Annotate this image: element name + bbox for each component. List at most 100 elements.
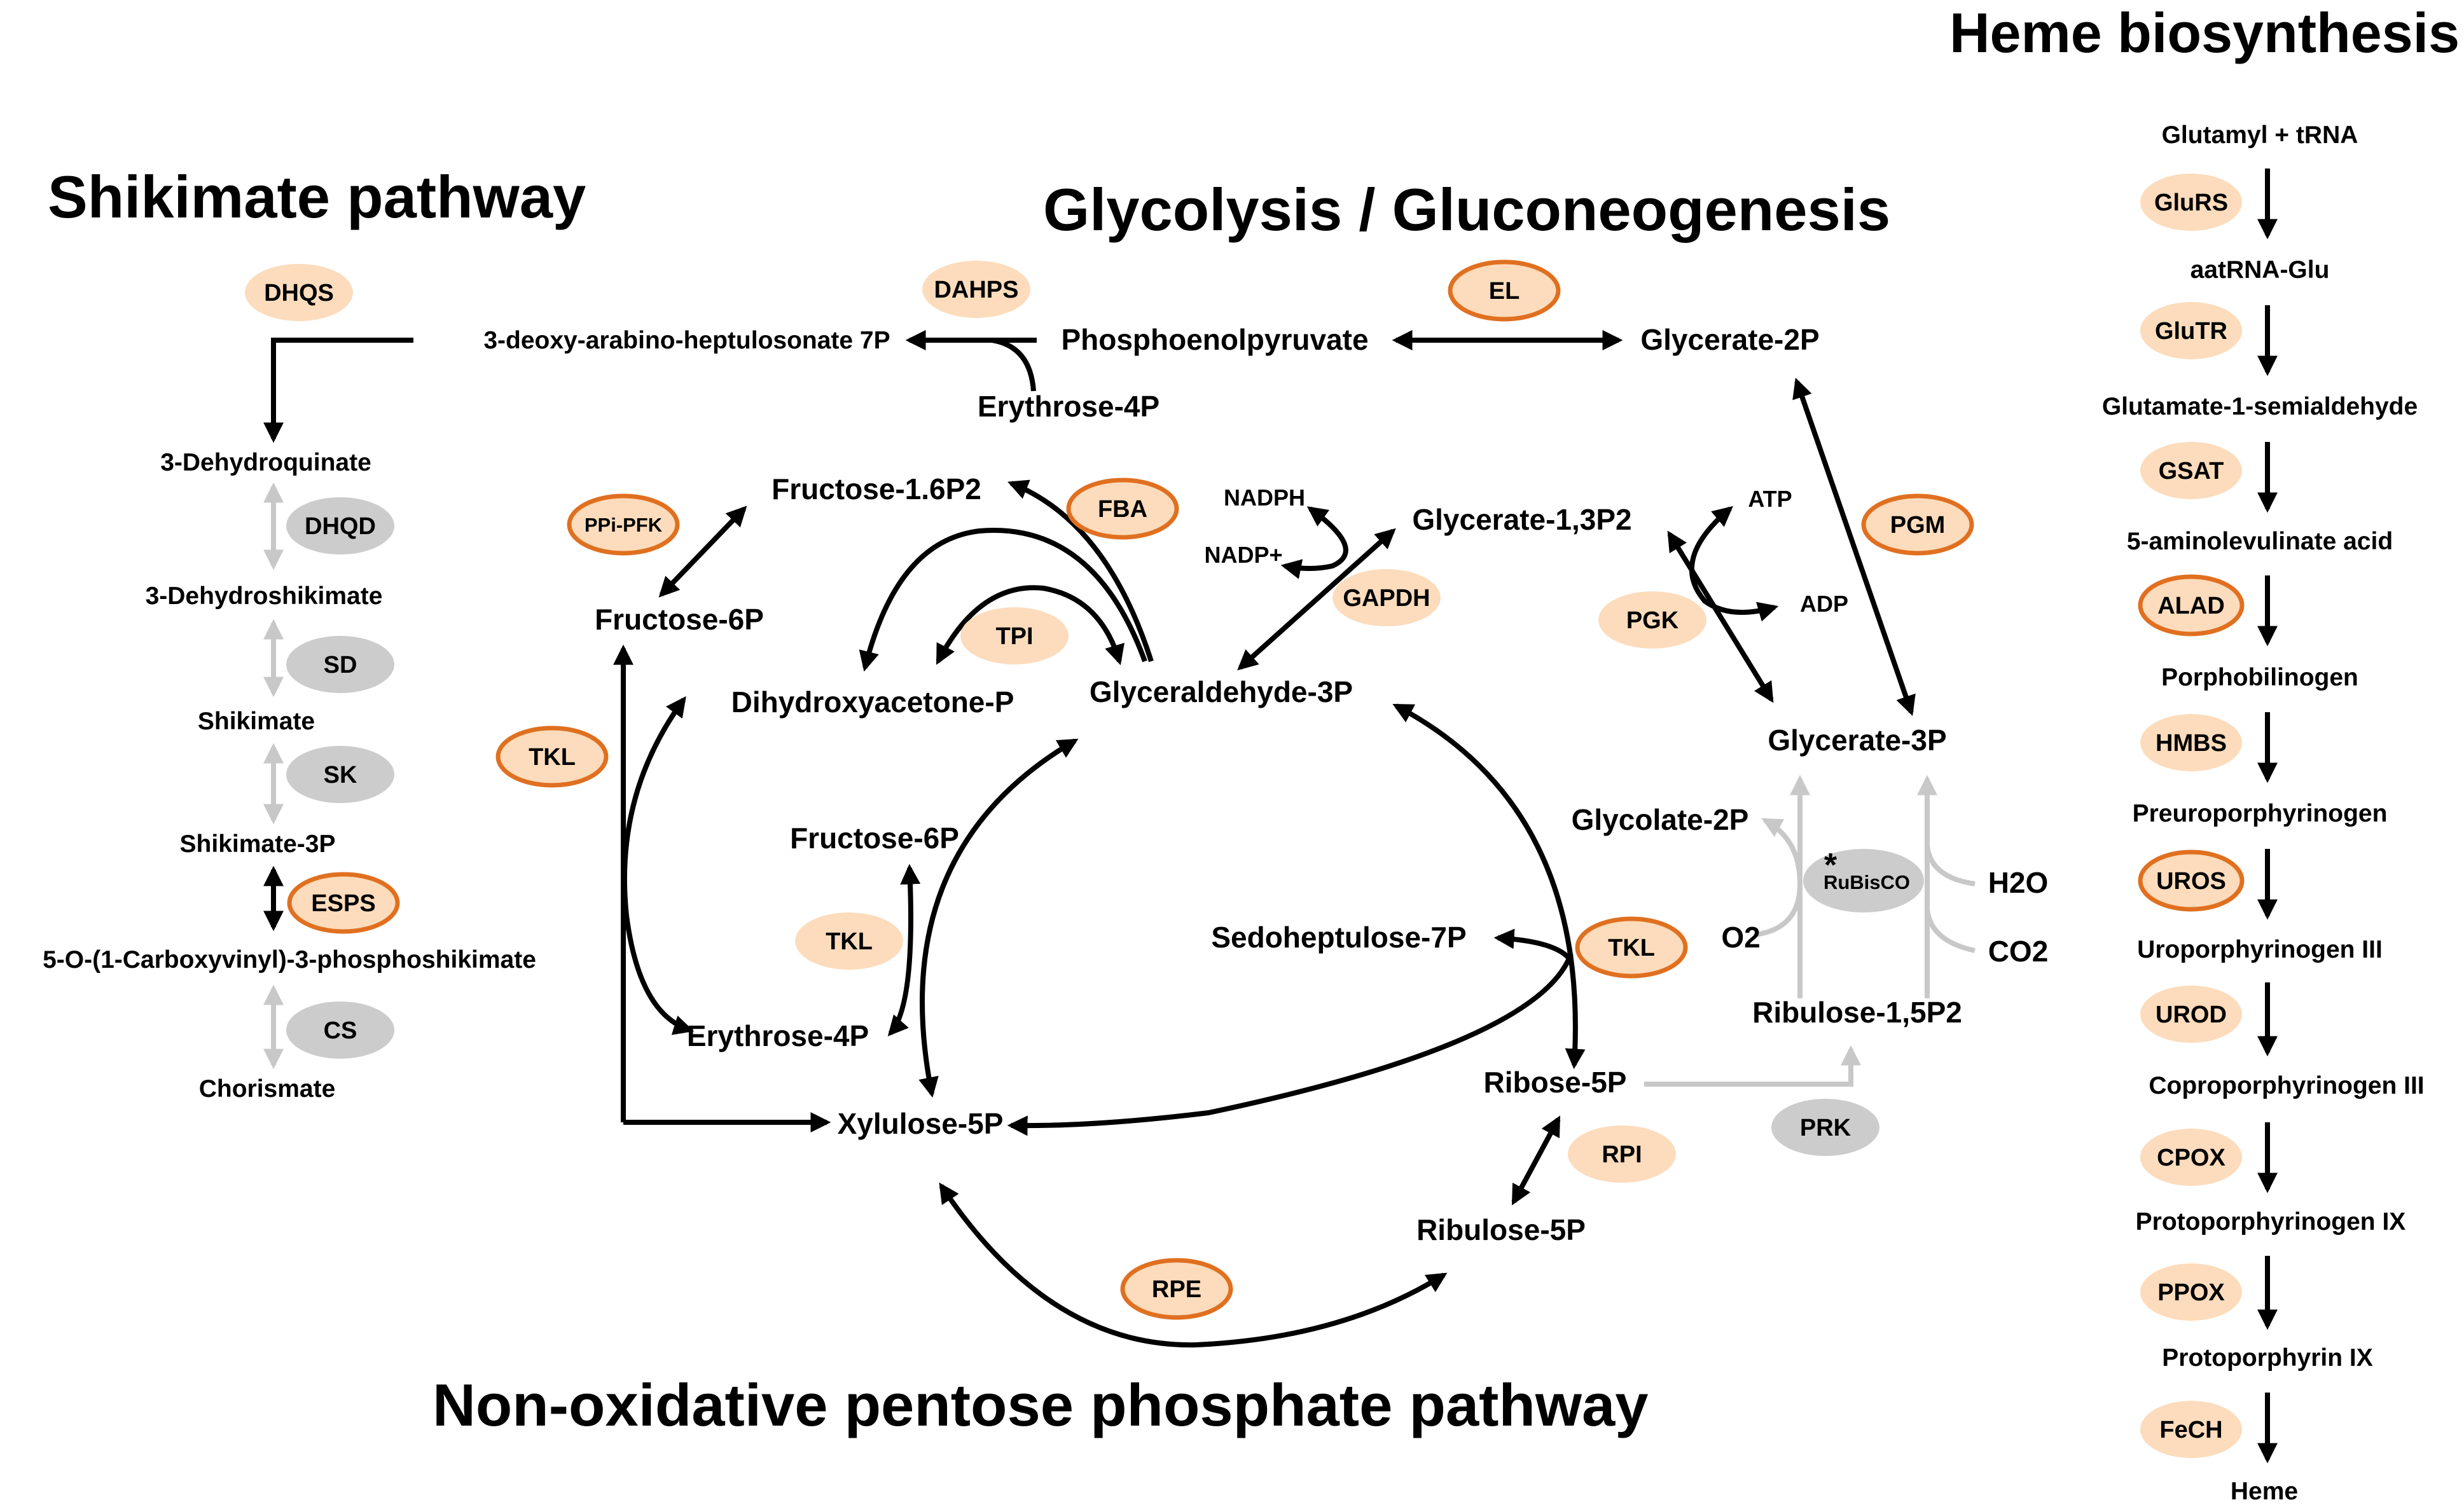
title-pentose: Non-oxidative pentose phosphate pathway [433,1372,1649,1438]
met-g3p: Glyceraldehyde-3P [1090,675,1353,708]
heme-enz-4: HMBS [2156,730,2227,757]
met-dehydroshikimate: 3-Dehydroshikimate [146,582,383,610]
met-glycolate-2p: Glycolate-2P [1572,803,1749,836]
met-glycerate-13p2: Glycerate-1,3P2 [1412,503,1631,536]
enzyme-esps: ESPS [311,890,375,917]
heme-pathway: Glutamyl + tRNA aatRNA-Glu Glutamate-1-s… [2102,121,2425,1505]
met-nadph: NADPH [1224,485,1305,511]
black-arrows [263,169,2278,1464]
title-heme: Heme biosynthesis [1949,1,2460,64]
met-fructose-6p-mid: Fructose-6P [790,822,959,855]
arrow-nadph-nadp [1280,506,1348,579]
met-nadp: NADP+ [1204,542,1282,568]
heme-enz-8-ellipse [2140,1263,2242,1321]
heme-met-7: Coproporphyrinogen III [2149,1072,2424,1099]
heme-enz-7-ellipse [2140,1129,2242,1186]
heme-met-2: Glutamate-1-semialdehyde [2102,393,2418,420]
enzyme-gapdh-ellipse [1332,569,1441,626]
enzyme-rubisco: RuBisCO [1824,871,1910,893]
gray-arrows [263,482,1976,1087]
enzyme-ppi-pfk: PPi-PFK [585,514,663,536]
enzyme-sk: SK [324,762,357,788]
enzyme-tkl-left-ellipse [495,726,609,788]
met-deoxy-arabino: 3-deoxy-arabino-heptulosonate 7P [483,327,890,354]
enzyme-gapdh: GAPDH [1343,585,1430,612]
heme-enz-6: UROD [2156,1001,2227,1028]
heme-met-8: Protoporphyrinogen IX [2136,1208,2406,1235]
arrow-fba-g3p [1007,479,1154,663]
arrow-ppipfk [658,506,747,598]
enzyme-rpe: RPE [1152,1276,1201,1303]
heme-met-1: aatRNA-Glu [2191,256,2330,284]
heme-enz-3-ellipse [2138,574,2245,637]
enzyme-cs-ellipse [286,1001,394,1059]
heme-enz-2: GSAT [2159,458,2224,485]
arrow-atp-adp [1689,506,1779,622]
heme-enz-2-ellipse [2140,442,2242,499]
arrow-gapdh [1237,528,1396,671]
met-carboxyvinyl: 5-O-(1-Carboxyvinyl)-3-phosphoshikimate [43,946,536,974]
enzyme-tpi: TPI [995,623,1033,650]
arrow-tkl-right-x5p [1007,953,1574,1136]
heme-enz-5-ellipse [2138,850,2245,912]
met-co2: CO2 [1988,935,2049,968]
enzyme-prk: PRK [1800,1115,1851,1141]
met-pep: Phosphoenolpyruvate [1061,323,1368,356]
enzyme-fba-ellipse [1066,478,1179,540]
met-chorismate: Chorismate [199,1075,336,1103]
met-sedoheptulose-7p: Sedoheptulose-7P [1211,921,1466,954]
heme-enz-1-ellipse [2140,302,2242,359]
arrow-rpe [939,1182,1448,1348]
enzyme-el-ellipse [1448,259,1561,322]
met-shikimate-3p: Shikimate-3P [180,830,336,858]
arrow-erythrose-join [992,338,1036,392]
heme-enz-0: GluRS [2154,189,2228,216]
enzyme-dhqs: DHQS [264,280,334,306]
heme-enz-9: FeCH [2159,1417,2222,1443]
met-adp: ADP [1800,591,1848,617]
heme-enz-5: UROS [2156,868,2226,895]
enzyme-pgk: PGK [1626,607,1679,634]
met-erythrose-4p-mid: Erythrose-4P [687,1019,869,1052]
heme-met-3: 5-aminolevulinate acid [2127,528,2393,555]
enzyme-el: EL [1489,278,1520,305]
heme-met-4: Porphobilinogen [2161,664,2358,691]
heme-met-6: Uroporphyrinogen III [2137,936,2383,963]
gray-arrow-h2o [1925,845,1976,886]
met-h2o: H2O [1988,866,2049,899]
heme-enz-7: CPOX [2157,1145,2225,1171]
enzyme-sd-ellipse [286,636,394,693]
enzyme-tkl-right: TKL [1608,935,1655,961]
heme-enz-1: GluTR [2155,318,2227,345]
arrow-tkl-mid-e4p [887,864,921,1036]
met-ribulose-15p2: Ribulose-1,5P2 [1752,996,1962,1029]
met-atp: ATP [1748,486,1792,512]
enzyme-dhqs-ellipse [245,264,353,321]
enzyme-pgm-ellipse [1861,493,1974,556]
enzyme-sd: SD [324,652,357,678]
met-erythrose-4p-top: Erythrose-4P [978,390,1159,423]
met-xylulose-5p: Xylulose-5P [838,1107,1004,1140]
enzyme-cs: CS [324,1017,357,1044]
enzyme-tkl-left: TKL [529,744,576,771]
enzyme-tkl-right-ellipse [1575,916,1688,979]
met-ribulose-5p: Ribulose-5P [1416,1213,1586,1246]
enzyme-dahps: DAHPS [934,277,1018,303]
enzyme-rubisco-ellipse [1803,849,1924,912]
enzyme-prk-ellipse [1771,1099,1879,1156]
enzyme-pgk-ellipse [1598,591,1706,649]
arrow-tkl-right-loop [1392,703,1586,1070]
met-fructose-16p2: Fructose-1.6P2 [772,472,981,506]
enzyme-sk-ellipse [286,746,394,803]
heme-enz-8: PPOX [2157,1279,2225,1306]
enzyme-pgm: PGM [1890,512,1946,539]
metabolite-group: 3-deoxy-arabino-heptulosonate 7P 3-Dehyd… [43,323,2048,1246]
enzyme-tkl-mid-ellipse [795,912,903,970]
met-ribose-5p: Ribose-5P [1484,1066,1627,1099]
gray-arrow-ribose-prk [1644,1045,1861,1087]
title-glycolysis: Glycolysis / Gluconeogenesis [1043,176,1890,243]
enzyme-ppi-pfk-ellipse [567,493,680,556]
arrow-fba-dhap [859,528,1147,672]
arrow-tpi [936,585,1125,666]
